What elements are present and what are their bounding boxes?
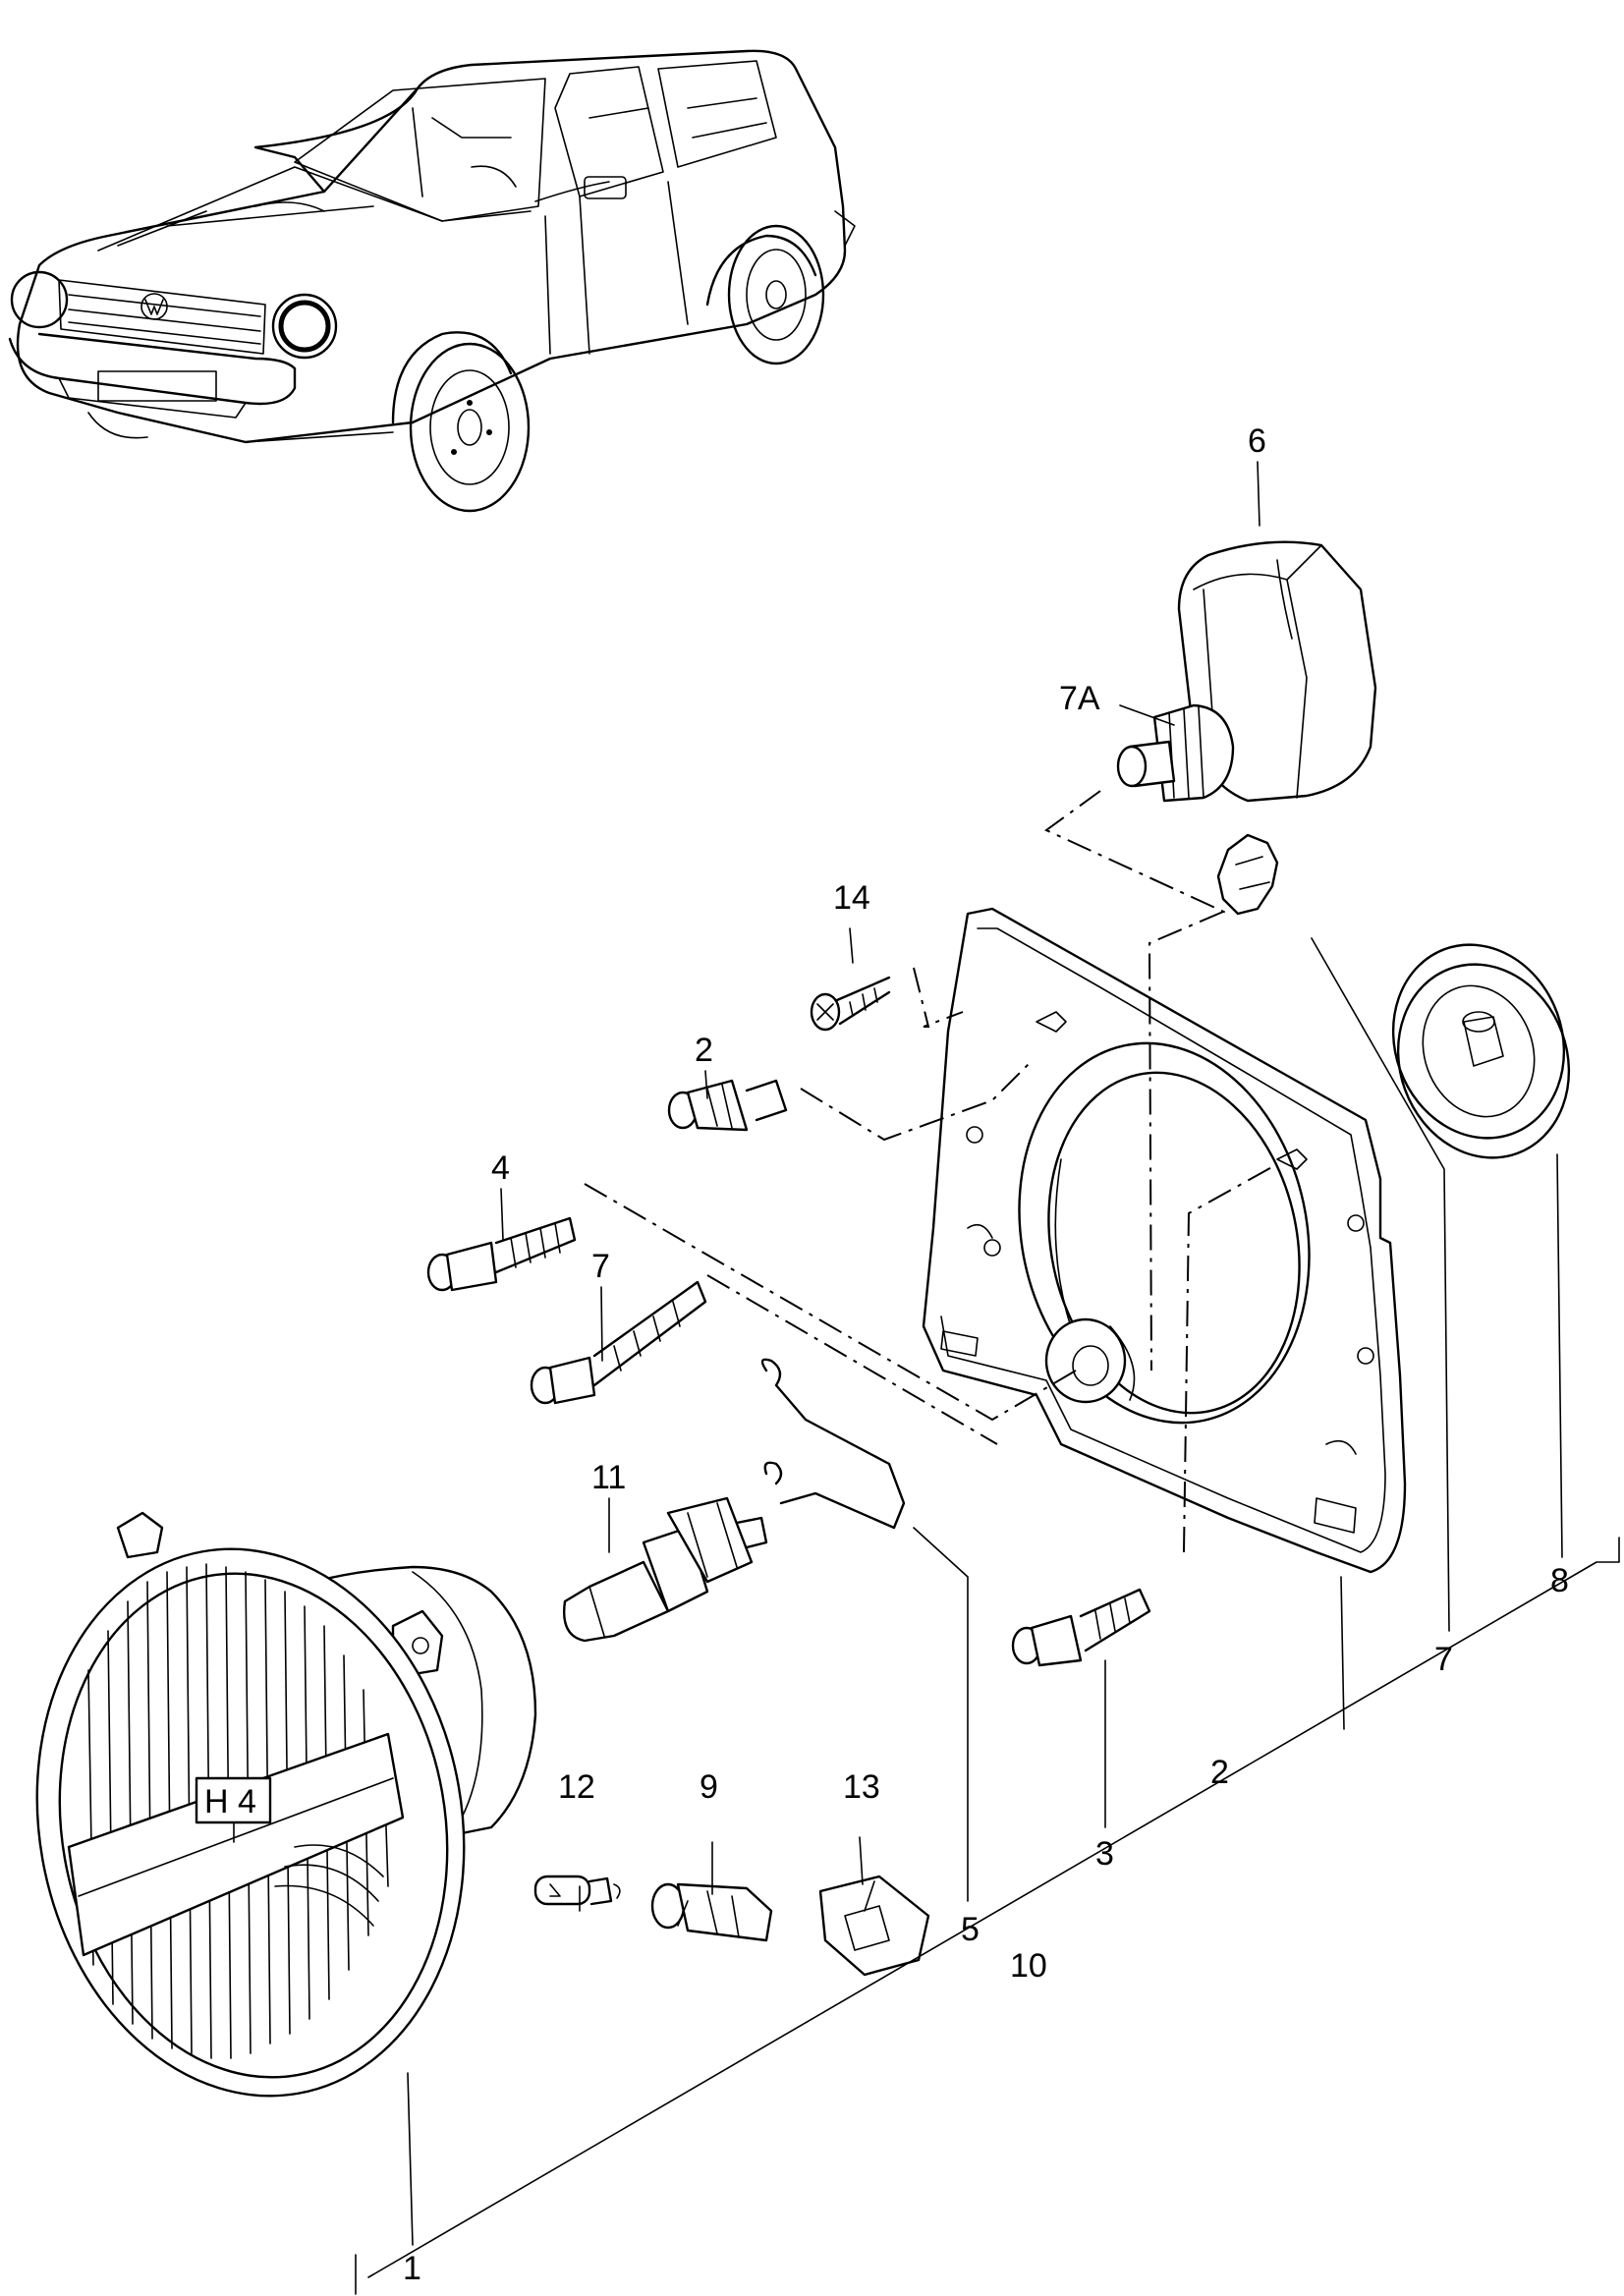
label-part-10: 10 bbox=[1010, 1947, 1047, 1985]
bolt-7 bbox=[530, 1280, 707, 1405]
adjuster-star-nut bbox=[1216, 833, 1279, 916]
adjuster-screw-upper bbox=[667, 1079, 788, 1132]
h4-bulb bbox=[563, 1496, 768, 1643]
label-part-7A: 7A bbox=[1059, 680, 1100, 717]
label-part-4: 4 bbox=[491, 1149, 510, 1187]
vw-logo bbox=[140, 293, 168, 320]
vehicle-outline-icon bbox=[8, 49, 856, 513]
leader-lines bbox=[355, 461, 1620, 2295]
label-part-3: 3 bbox=[1095, 1835, 1114, 1873]
spring-clip bbox=[760, 1358, 906, 1530]
lens-marking: H 4 bbox=[204, 1783, 256, 1820]
label-part-7-bolt: 7 bbox=[591, 1248, 610, 1285]
label-part-2-upper: 2 bbox=[695, 1032, 713, 1069]
label-part-9: 9 bbox=[700, 1768, 718, 1806]
headlight-housing-cover bbox=[1116, 540, 1377, 803]
connector bbox=[818, 1875, 930, 1977]
bulb-holder bbox=[650, 1882, 773, 1942]
adjuster-screw-lower bbox=[1011, 1588, 1151, 1667]
label-part-11: 11 bbox=[591, 1459, 626, 1496]
label-part-5: 5 bbox=[961, 1911, 980, 1948]
bolt-4 bbox=[426, 1216, 577, 1292]
mounting-frame bbox=[922, 907, 1407, 1574]
headlight-insert: H 4 bbox=[35, 1511, 537, 2098]
label-part-1: 1 bbox=[403, 2250, 421, 2287]
label-part-8: 8 bbox=[1550, 1562, 1569, 1599]
assembly-lines bbox=[584, 790, 1278, 1553]
label-part-7-lower: 7 bbox=[1434, 1641, 1453, 1678]
label-part-12: 12 bbox=[558, 1768, 595, 1806]
rubber-seal-ring bbox=[1391, 943, 1571, 1159]
label-part-14: 14 bbox=[833, 879, 870, 917]
label-part-13: 13 bbox=[843, 1768, 880, 1806]
label-part-6: 6 bbox=[1248, 422, 1266, 460]
parking-bulb bbox=[533, 1875, 621, 1906]
label-part-2-lower: 2 bbox=[1210, 1754, 1229, 1791]
screw-14 bbox=[810, 976, 891, 1032]
part-labels: 6 7A 14 2 4 7 11 12 9 13 5 3 2 7 8 10 1 bbox=[403, 422, 1569, 2287]
